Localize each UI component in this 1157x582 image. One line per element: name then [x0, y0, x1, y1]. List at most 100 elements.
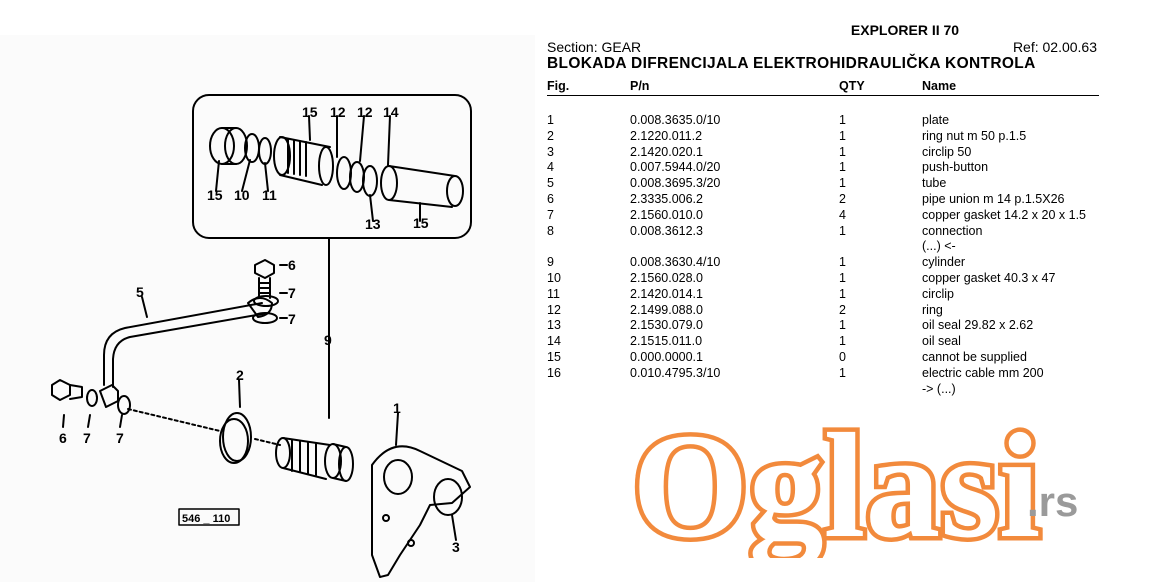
oglasi-logo-watermark: Oglasi .rs: [632, 418, 1078, 558]
cell-qty: 1: [839, 270, 846, 285]
callout-7: 7: [288, 311, 296, 327]
callout-15: 15: [207, 187, 223, 203]
cell-name: oil seal: [922, 334, 961, 349]
cell-qty: 1: [839, 334, 846, 349]
cell-fig: 2: [547, 128, 554, 143]
callout-3: 3: [452, 539, 460, 555]
column-header-pn: P/n: [630, 79, 650, 93]
cell-qty: 4: [839, 207, 846, 222]
table-header: Fig. P/n QTY Name: [547, 79, 1099, 96]
cell-qty: 1: [839, 365, 846, 380]
watermark-brand: Oglasi: [632, 418, 1040, 558]
cell-fig: 16: [547, 365, 561, 380]
watermark-tld: .rs: [1027, 478, 1078, 525]
table-row: 14 2.1515.011.0 1 oil seal: [547, 334, 1099, 350]
cell-name: plate: [922, 113, 950, 127]
cell-qty: 1: [839, 128, 846, 143]
table-row-note: (...) <-: [547, 239, 1099, 255]
cell-note: -> (...): [922, 381, 956, 396]
cell-qty: 1: [839, 255, 846, 270]
callout-15: 15: [302, 104, 318, 120]
cell-name: cylinder: [922, 255, 966, 270]
table-row: 11 2.1420.014.1 1 circlip: [547, 287, 1099, 303]
callout-12: 12: [357, 104, 373, 120]
cell-part-number: 2.3335.006.2: [630, 191, 703, 206]
cell-qty: 0: [839, 349, 846, 364]
cell-part-number: 2.1420.014.1: [630, 286, 703, 301]
callout-9: 9: [324, 332, 332, 348]
cell-name: cannot be supplied: [922, 349, 1027, 364]
cell-fig: 13: [547, 318, 561, 333]
callout-13: 13: [365, 216, 381, 232]
table-row: 7 2.1560.010.0 4 copper gasket 14.2 x 20 x …: [547, 208, 1099, 224]
cell-name: connection: [922, 223, 983, 238]
detail-inset-frame: [192, 94, 472, 239]
parts-table-body: 1 0.008.3635.0/10 1 plate 2 2.1220.011.2 1 ring…: [547, 113, 1099, 397]
column-header-name: Name: [922, 79, 957, 93]
assembly-subtitle: BLOKADA DIFRENCIJALA ELEKTROHIDRAULIČKA …: [547, 55, 1036, 72]
cell-fig: 9: [547, 255, 554, 270]
cell-fig: 5: [547, 176, 554, 191]
cell-note: (...) <-: [922, 239, 956, 254]
callout-7: 7: [83, 430, 91, 446]
cell-fig: 15: [547, 349, 561, 364]
callout-14: 14: [383, 104, 399, 120]
document-title: EXPLORER II 70: [850, 22, 960, 38]
table-row: 9 0.008.3630.4/10 1 cylinder: [547, 255, 1099, 271]
cell-fig: 4: [547, 160, 554, 175]
cell-fig: 1: [547, 113, 554, 127]
cell-name: copper gasket 40.3 x 47: [922, 270, 1056, 285]
callout-11: 11: [262, 187, 277, 203]
parts-diagram: 15 12 12 14 15 10 11 13 15 6 7 7 5 9 2 1…: [0, 35, 535, 582]
table-row: 15 0.000.0000.1 0 cannot be supplied: [547, 350, 1099, 366]
cell-part-number: 2.1499.088.0: [630, 302, 703, 317]
drawing-code-frame: [178, 508, 240, 526]
cell-part-number: 0.008.3630.4/10: [630, 255, 721, 270]
cell-part-number: 2.1515.011.0: [630, 334, 703, 349]
cell-part-number: 2.1220.011.2: [630, 128, 703, 143]
cell-name: ring: [922, 302, 943, 317]
cell-name: copper gasket 14.2 x 20 x 1.5: [922, 207, 1086, 222]
cell-qty: 2: [839, 191, 846, 206]
cell-part-number: 0.008.3695.3/20: [630, 176, 721, 191]
section-row: Section: GEAR Ref: 02.00.63: [547, 39, 1099, 55]
cell-qty: 1: [839, 144, 846, 159]
callout-6: 6: [59, 430, 67, 446]
cell-fig: 8: [547, 223, 554, 238]
cell-name: tube: [922, 176, 947, 191]
cell-fig: 3: [547, 144, 554, 159]
table-row: 8 0.008.3612.3 1 connection: [547, 224, 1099, 240]
cell-name: pipe union m 14 p.1.5X26: [922, 191, 1065, 206]
callout-15: 15: [413, 215, 429, 231]
cell-qty: 1: [839, 113, 846, 127]
cell-name: oil seal 29.82 x 2.62: [922, 318, 1034, 333]
cell-fig: 12: [547, 302, 561, 317]
callout-12: 12: [330, 104, 346, 120]
column-header-fig: Fig.: [547, 79, 570, 93]
cell-part-number: 0.008.3635.0/10: [630, 113, 721, 127]
cell-qty: 1: [839, 223, 846, 238]
table-row-note: -> (...): [547, 382, 1099, 398]
callout-2: 2: [236, 367, 244, 383]
cell-part-number: 0.010.4795.3/10: [630, 365, 721, 380]
cell-name: electric cable mm 200: [922, 365, 1044, 380]
column-header-qty: QTY: [839, 79, 865, 93]
callout-7: 7: [288, 285, 296, 301]
cell-fig: 10: [547, 270, 561, 285]
cell-name: circlip: [922, 286, 954, 301]
cell-part-number: 2.1420.020.1: [630, 144, 703, 159]
cell-qty: 1: [839, 160, 846, 175]
cell-part-number: 0.000.0000.1: [630, 349, 703, 364]
cell-qty: 1: [839, 286, 846, 301]
cell-fig: 14: [547, 334, 561, 349]
cell-fig: 6: [547, 191, 554, 206]
cell-part-number: 0.008.3612.3: [630, 223, 703, 238]
cell-fig: 7: [547, 207, 554, 222]
cell-qty: 1: [839, 318, 846, 333]
cell-fig: 11: [547, 286, 560, 301]
cell-part-number: 2.1560.010.0: [630, 207, 703, 222]
